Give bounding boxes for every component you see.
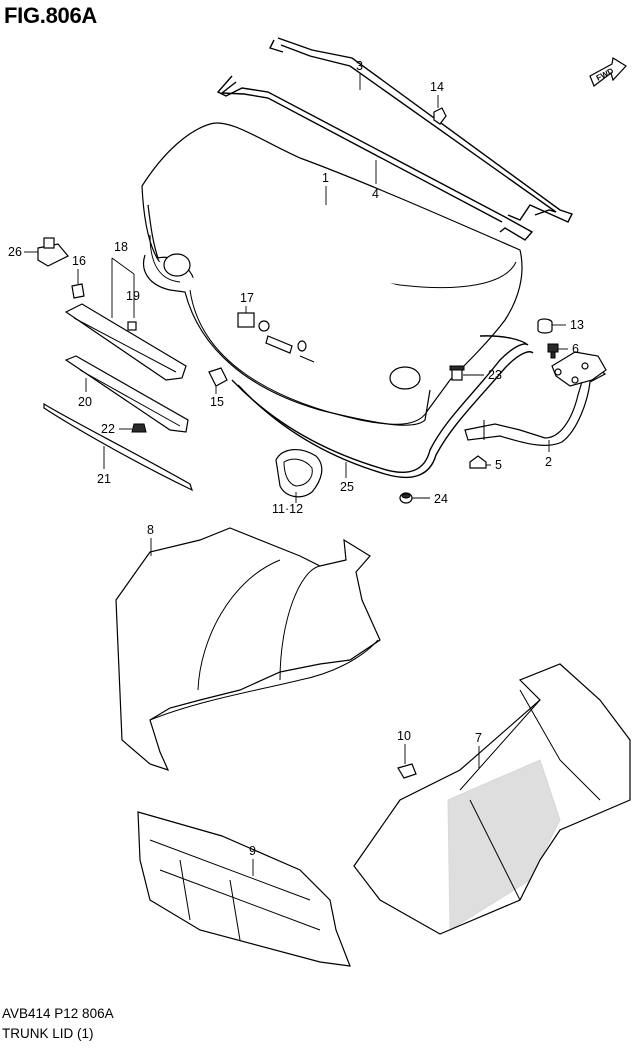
callout-label: 10 [397, 729, 411, 743]
callout-label: 26 [8, 245, 22, 259]
callout-label: 14 [430, 80, 444, 94]
callout-11-12: 11·12 [272, 492, 303, 516]
callout-label: 8 [147, 523, 154, 537]
callout-22: 22 [101, 422, 132, 436]
callout-label: 9 [249, 844, 256, 858]
callout-21: 21 [97, 446, 111, 486]
part-24-grommet [399, 492, 413, 504]
part-17-emblem [237, 312, 255, 328]
part-18-garnish [64, 303, 187, 381]
callout-label: 7 [475, 731, 482, 745]
part-15-cover [208, 367, 228, 387]
part-23-stopper [449, 365, 465, 381]
callout-label: 13 [570, 318, 584, 332]
callout-label: 17 [240, 291, 254, 305]
callout-label: 5 [495, 458, 502, 472]
part-16-clip [71, 283, 85, 299]
part-11-12-handle [275, 449, 323, 498]
callout-20: 20 [78, 378, 92, 409]
callout-10: 10 [397, 729, 411, 764]
part-10-clip [397, 763, 417, 779]
part-20-bracket [64, 355, 189, 433]
callout-label: 16 [72, 254, 86, 268]
part-8-side-trim [115, 527, 381, 771]
diagram-code: AVB414 P12 806A [2, 1006, 114, 1021]
callout-label: 11·12 [272, 502, 303, 516]
part-9-panel [137, 811, 351, 967]
callout-9: 9 [249, 844, 256, 876]
callout-label: 21 [97, 472, 111, 486]
callout-15: 15 [210, 386, 224, 409]
callout-19: 19 [126, 289, 140, 303]
callout-6: 6 [558, 342, 579, 356]
callout-label: 25 [340, 480, 354, 494]
callout-1: 1 [322, 171, 329, 205]
callout-16: 16 [72, 254, 86, 284]
part-4-rod [216, 75, 534, 241]
callout-2: 2 [545, 440, 552, 469]
fwd-arrow-icon: FWD [589, 57, 627, 87]
callout-label: 22 [101, 422, 115, 436]
part-2-hinge [464, 351, 607, 446]
callout-label: 6 [572, 342, 579, 356]
part-22-screw [131, 423, 147, 433]
callout-5: 5 [486, 458, 502, 472]
callout-18: 18 [111, 240, 135, 318]
callout-label: 23 [488, 368, 502, 382]
callout-24: 24 [412, 492, 448, 506]
callout-23: 23 [463, 368, 502, 382]
callout-25: 25 [340, 462, 354, 494]
part-13-bumper [537, 318, 553, 334]
part-3-rod [269, 37, 573, 223]
callout-label: 20 [78, 395, 92, 409]
callout-label: 15 [210, 395, 224, 409]
part-26-switch [37, 237, 69, 267]
part-25-weatherstrip [231, 335, 534, 478]
callout-label: 24 [434, 492, 448, 506]
diagram-caption: TRUNK LID (1) [2, 1026, 94, 1041]
part-21-molding [43, 402, 194, 492]
part-19-clip [127, 321, 137, 331]
callout-7: 7 [475, 731, 482, 768]
callout-label: 19 [126, 289, 140, 303]
callout-label: 2 [545, 455, 552, 469]
callout-3: 3 [356, 59, 363, 90]
part-6-bolt [547, 343, 559, 359]
callout-label: 1 [322, 171, 329, 185]
callout-label: 4 [372, 187, 379, 201]
callout-13: 13 [552, 318, 584, 332]
callout-label: 3 [356, 59, 363, 73]
figure-title: FIG.806A [4, 3, 97, 28]
callout-4: 4 [372, 160, 379, 201]
callout-26: 26 [8, 245, 38, 259]
part-14-clip [433, 107, 447, 125]
callout-17: 17 [240, 291, 254, 313]
callout-14: 14 [430, 80, 444, 108]
part-7-side-trim [353, 663, 631, 935]
callout-label: 18 [114, 240, 128, 254]
part-5-nut [469, 455, 487, 469]
part-1-trunk-lid [141, 122, 523, 426]
callout-8: 8 [147, 523, 154, 556]
